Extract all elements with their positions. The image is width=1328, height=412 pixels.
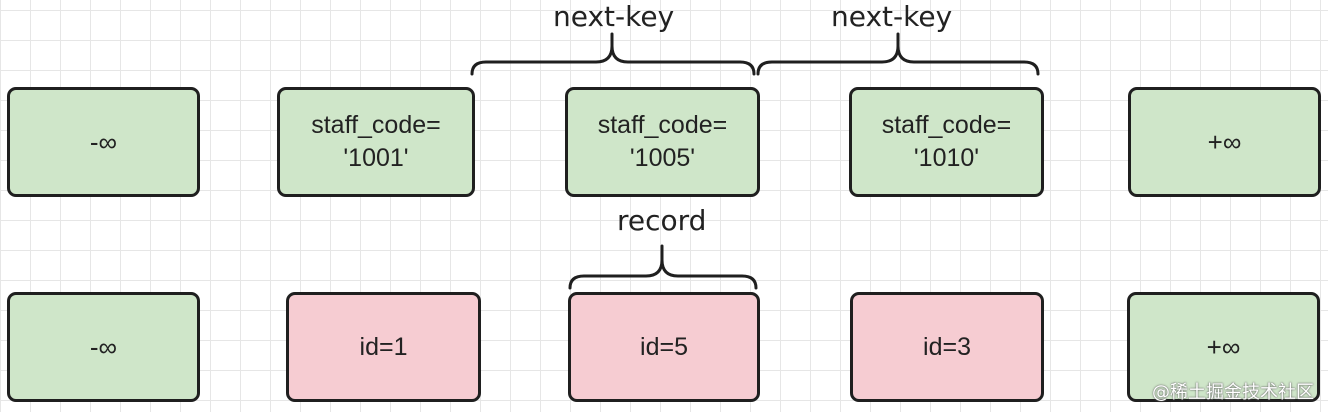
record-node-id-5: id=5: [568, 292, 760, 402]
index-node-1001: staff_code= '1001': [277, 87, 475, 197]
next-key-label-1: next-key: [553, 0, 675, 33]
record-node-pos-infinity: +∞: [1127, 292, 1320, 402]
next-key-brace-1: [470, 32, 756, 76]
watermark: @稀土掘金技术社区: [1152, 382, 1314, 403]
record-node-neg-infinity: -∞: [7, 292, 200, 402]
record-node-id-3: id=3: [850, 292, 1044, 402]
index-node-pos-infinity: +∞: [1128, 87, 1321, 197]
index-node-neg-infinity: -∞: [7, 87, 200, 197]
index-node-1010: staff_code= '1010': [849, 87, 1044, 197]
next-key-brace-2: [756, 32, 1040, 76]
record-label: record: [617, 204, 707, 237]
index-node-1005: staff_code= '1005': [565, 87, 760, 197]
record-node-id-1: id=1: [286, 292, 481, 402]
record-brace: [568, 244, 758, 290]
next-key-label-2: next-key: [831, 0, 953, 33]
